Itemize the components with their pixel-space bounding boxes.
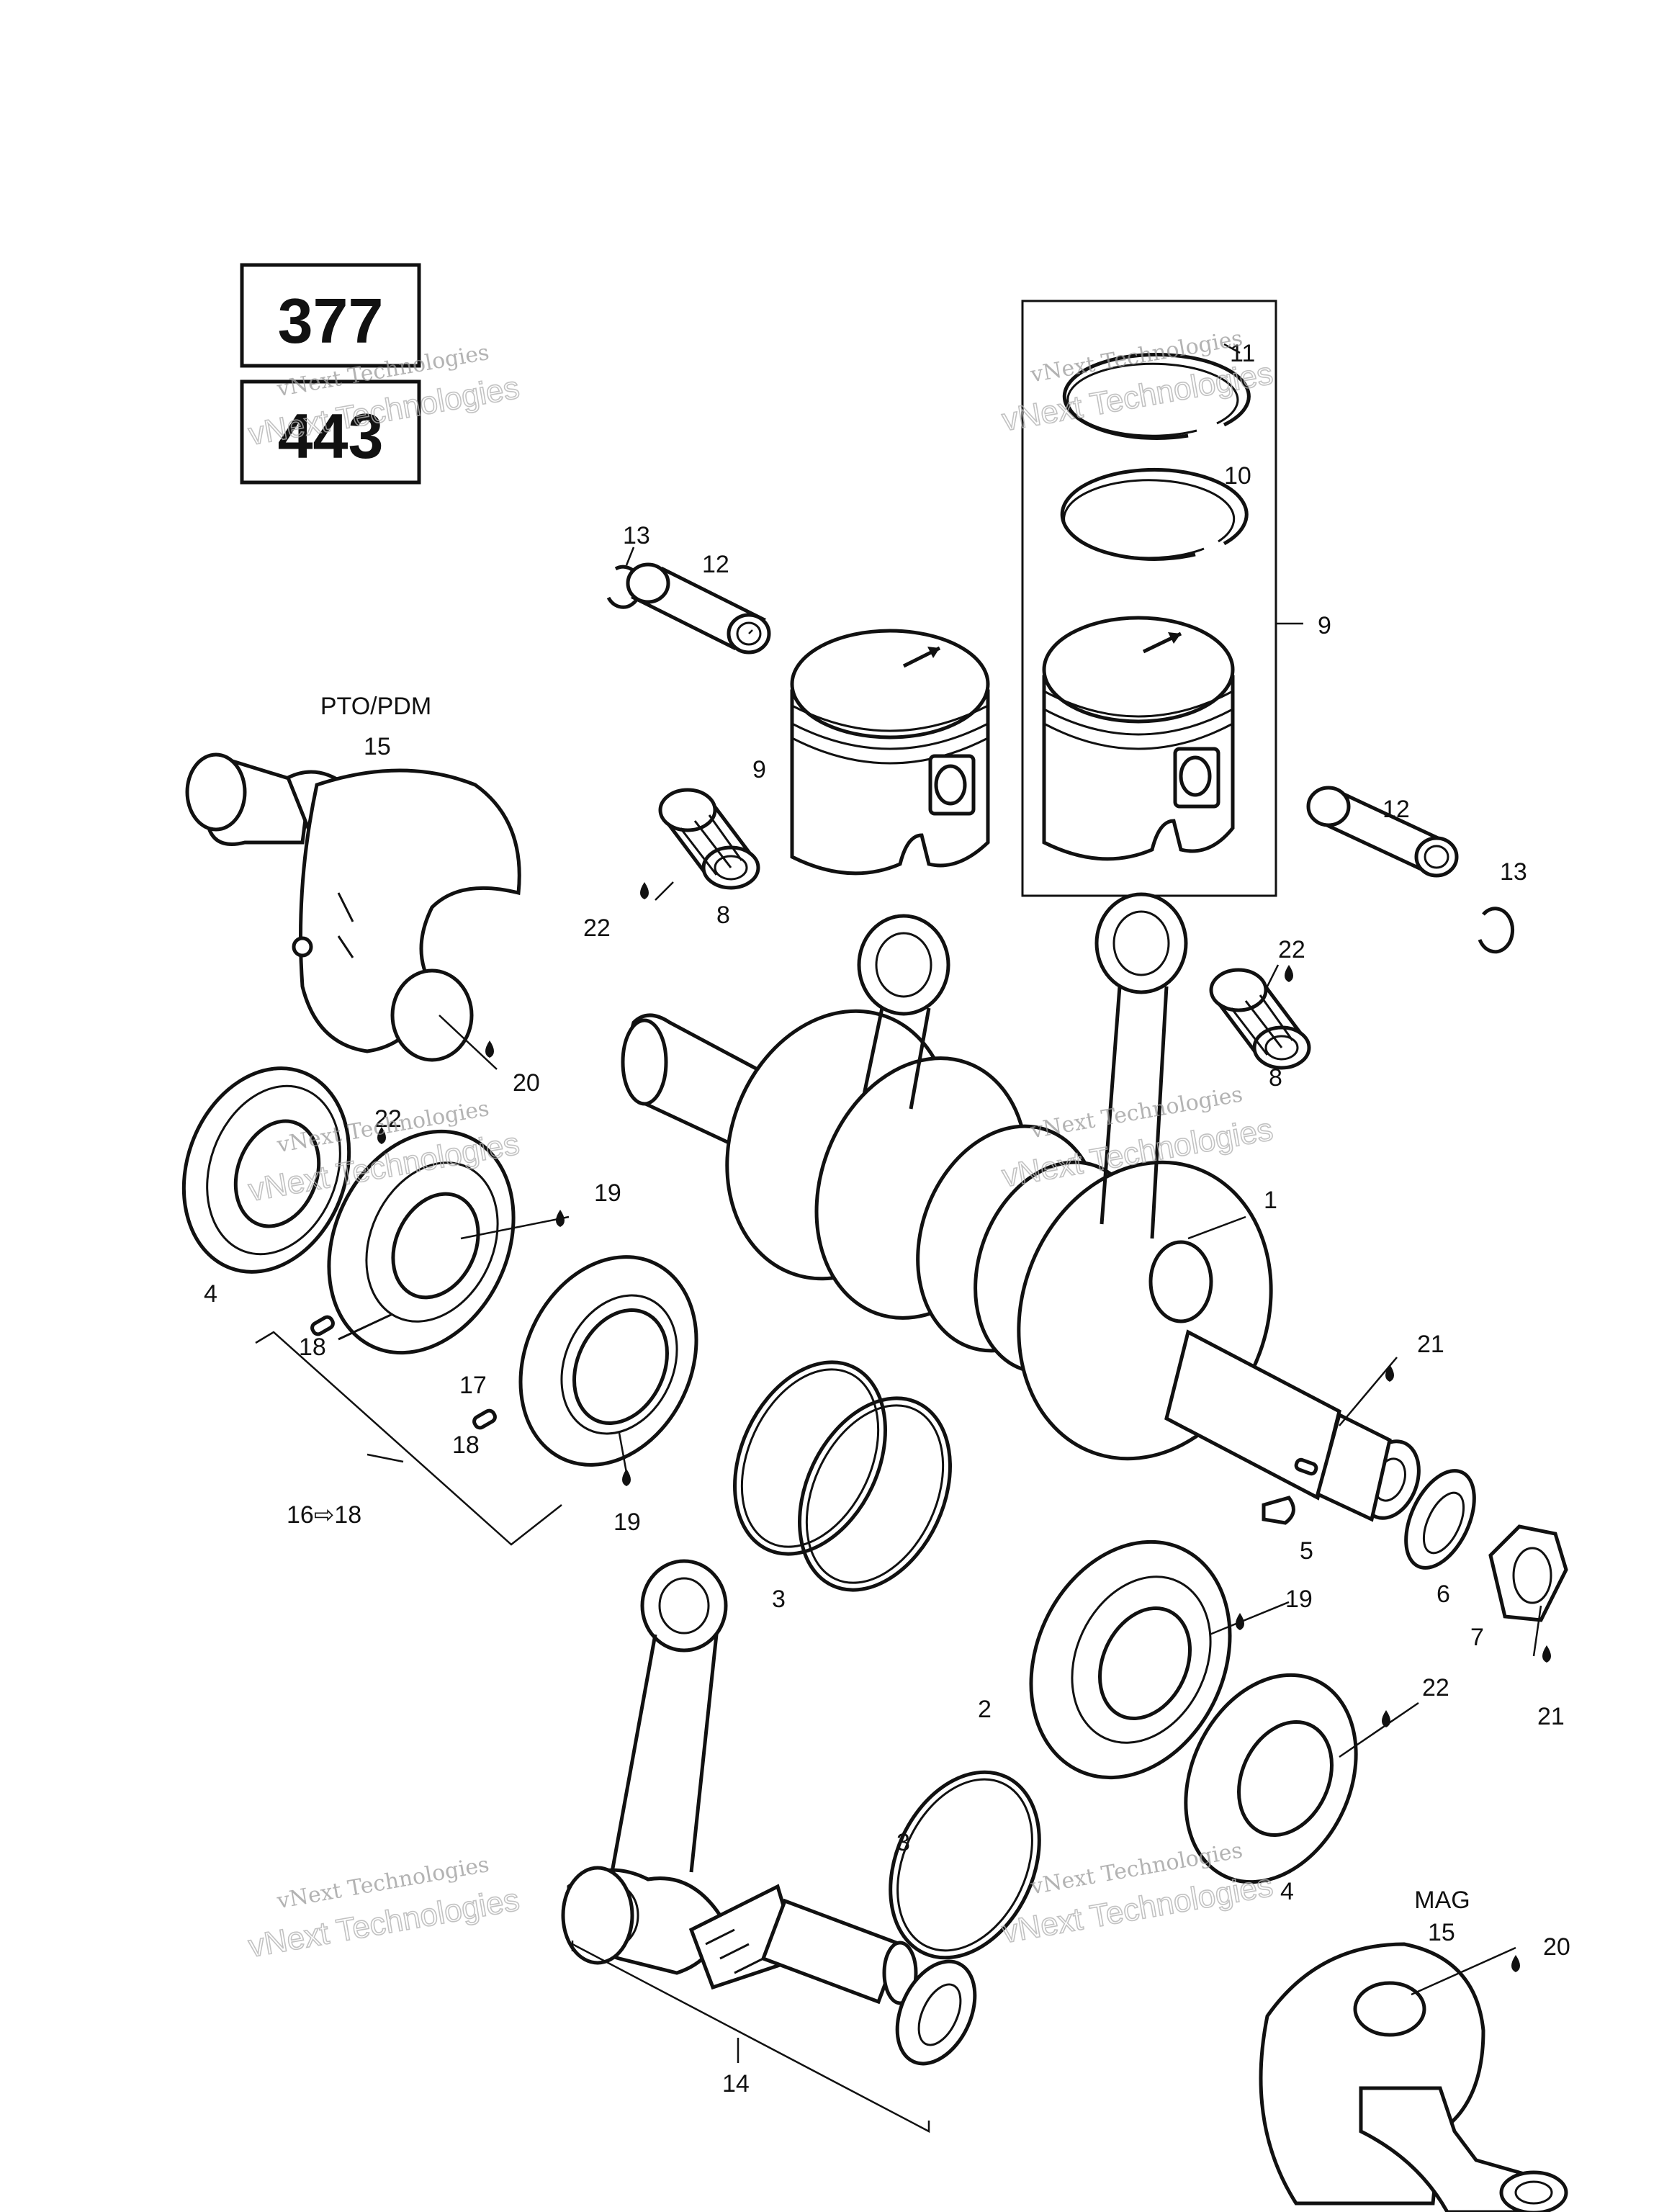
callout-4a: 4	[204, 1280, 217, 1308]
lubricant-drops	[377, 882, 1551, 1972]
callout-1: 1	[1264, 1187, 1277, 1214]
callout-14: 14	[722, 2070, 750, 2098]
callout-3b: 3	[896, 1829, 910, 1856]
part-12-pin-right	[1306, 786, 1459, 878]
callout-8a: 8	[716, 902, 730, 929]
callout-3a: 3	[772, 1586, 786, 1613]
part-6-lock-washer	[1404, 1469, 1476, 1570]
part-4-seal-right	[1184, 1673, 1358, 1884]
part-10-ring	[1060, 467, 1249, 561]
callout-16-18: 16⇨18	[287, 1501, 361, 1529]
part-11-ring	[1062, 343, 1251, 440]
callout-18b: 18	[452, 1431, 480, 1459]
engine-code-377: 377	[278, 285, 384, 356]
callout-15a: 15	[364, 733, 391, 760]
callout-22b: 22	[1278, 936, 1305, 963]
callout-18a: 18	[299, 1334, 326, 1361]
piston-kit	[1042, 616, 1235, 861]
part-12-pin-left	[626, 562, 771, 655]
callout-22d: 22	[1422, 1674, 1449, 1701]
mag-label: MAG	[1414, 1887, 1470, 1914]
callout-13a: 13	[623, 522, 650, 549]
callout-5: 5	[1300, 1537, 1313, 1565]
callout-7: 7	[1470, 1624, 1484, 1651]
part-5-key	[1262, 1496, 1295, 1525]
callout-13b: 13	[1500, 858, 1527, 886]
bracket-16-18	[255, 1331, 562, 1546]
part-17-ball-bearing	[327, 1129, 516, 1355]
callout-19b: 19	[613, 1509, 641, 1536]
callout-12b: 12	[1382, 796, 1410, 823]
part-3-o-rings-upper	[733, 1360, 952, 1592]
callout-17: 17	[459, 1372, 487, 1399]
part-19-seal-left	[518, 1255, 698, 1467]
callout-12a: 12	[702, 551, 729, 578]
bracket-14	[571, 1941, 930, 2134]
leader-lines	[439, 547, 1542, 1996]
callout-22a: 22	[583, 914, 611, 942]
engine-code-443: 443	[278, 400, 384, 472]
part-8-needle-bearing-right	[1209, 968, 1311, 1070]
engine-code-box-377: 377	[240, 263, 421, 368]
part-1-crankshaft	[621, 1009, 1421, 1522]
callout-10: 10	[1224, 462, 1251, 490]
part-2-ball-bearing	[1029, 1539, 1232, 1780]
pto-label: PTO/PDM	[320, 693, 431, 720]
callout-20a: 20	[513, 1069, 540, 1097]
callouts: 1 2 3 3 4 4 5 6 7 8 8 9 9 10 11 12 12 13…	[204, 340, 1570, 2098]
callout-9b: 9	[1318, 612, 1331, 639]
part-14-connecting-rod-kit	[561, 1559, 977, 2066]
part-15-pto-crank-half	[185, 752, 521, 1062]
callout-19c: 19	[1285, 1586, 1313, 1613]
connecting-rod-right	[1094, 892, 1188, 1239]
part-3-o-ring-lower	[889, 1770, 1041, 1960]
callout-8b: 8	[1269, 1064, 1282, 1092]
part-4-seal-left	[181, 1066, 351, 1274]
callout-22c: 22	[374, 1105, 402, 1133]
part-8-needle-bearing-left	[658, 788, 760, 890]
callout-21a: 21	[1417, 1331, 1444, 1358]
part-18-dowel-a	[310, 1315, 335, 1336]
callout-2: 2	[978, 1696, 992, 1723]
part-15-mag-crank-half	[1259, 1942, 1568, 2212]
callout-9a: 9	[752, 756, 766, 783]
engine-code-box-443: 443	[240, 379, 421, 485]
callout-21b: 21	[1537, 1703, 1565, 1730]
part-13-circlip-right	[1478, 907, 1514, 954]
callout-6: 6	[1437, 1581, 1450, 1608]
callout-11: 11	[1230, 340, 1255, 367]
piston-left	[790, 629, 990, 876]
callout-15b: 15	[1428, 1919, 1455, 1946]
callout-19a: 19	[594, 1179, 621, 1207]
callout-20b: 20	[1543, 1933, 1570, 1961]
part-18-dowel-b	[472, 1408, 497, 1430]
callout-4b: 4	[1280, 1878, 1294, 1905]
part-7-nut	[1488, 1524, 1568, 1622]
connecting-rod-left	[857, 914, 950, 1110]
